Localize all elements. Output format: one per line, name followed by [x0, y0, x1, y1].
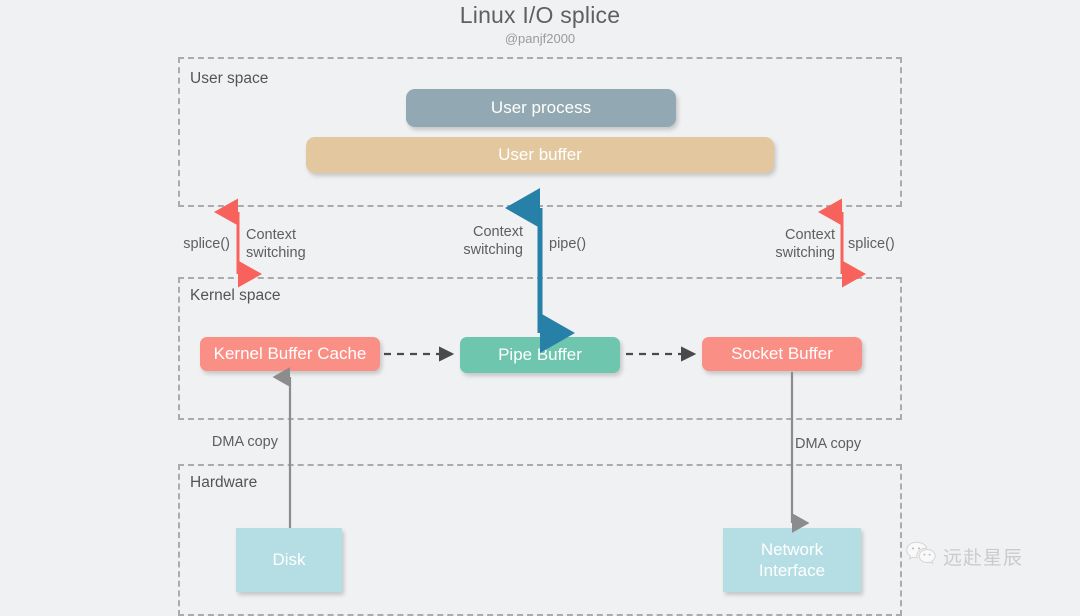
watermark-text: 远赴星辰 — [943, 547, 1024, 569]
node-network-interface-label-line1: Network — [760, 539, 824, 559]
label-dma-copy-right: DMA copy — [795, 436, 862, 452]
label-context-switching-right: Context switching — [742, 226, 835, 262]
label-context-switching-mid: Context switching — [430, 223, 523, 259]
node-user-process[interactable]: User process — [406, 89, 676, 127]
region-hardware — [178, 464, 902, 616]
node-kernel-buffer-cache[interactable]: Kernel Buffer Cache — [200, 337, 380, 371]
region-kernel-space-label: Kernel space — [190, 287, 281, 304]
node-pipe-buffer-label: Pipe Buffer — [498, 345, 582, 365]
region-hardware-label: Hardware — [190, 474, 258, 491]
label-context-switching-right-line1: Context — [785, 227, 835, 243]
region-user-space-label: User space — [190, 70, 269, 87]
region-user-space — [178, 57, 902, 207]
node-user-buffer[interactable]: User buffer — [306, 137, 774, 173]
watermark: 远赴星辰 — [906, 541, 1023, 572]
label-pipe: pipe() — [549, 236, 587, 252]
label-splice-left: splice() — [183, 236, 230, 252]
label-context-switching-left-line1: Context — [246, 227, 296, 243]
node-pipe-buffer[interactable]: Pipe Buffer — [460, 337, 620, 373]
label-context-switching-mid-line2: switching — [463, 242, 523, 259]
node-disk-label: Disk — [272, 550, 306, 570]
node-network-interface[interactable]: Network Interface — [723, 528, 861, 592]
label-context-switching-right-line2: switching — [775, 245, 835, 262]
node-user-buffer-label: User buffer — [498, 145, 582, 165]
node-kernel-buffer-cache-label: Kernel Buffer Cache — [213, 344, 367, 364]
label-context-switching-mid-line1: Context — [473, 224, 523, 240]
label-context-switching-left-line2: switching — [246, 245, 306, 262]
label-dma-copy-left: DMA copy — [211, 434, 278, 450]
node-network-interface-label-line2: Interface — [758, 561, 826, 580]
node-socket-buffer-label: Socket Buffer — [731, 344, 833, 364]
page-subtitle: @panjf2000 — [504, 31, 576, 46]
node-disk[interactable]: Disk — [236, 528, 342, 592]
label-splice-right: splice() — [848, 236, 895, 252]
label-context-switching-left: Context switching — [246, 226, 306, 262]
node-user-process-label: User process — [490, 98, 592, 118]
wechat-icon — [906, 541, 936, 572]
page-title: Linux I/O splice — [459, 2, 621, 28]
node-socket-buffer[interactable]: Socket Buffer — [702, 337, 862, 371]
